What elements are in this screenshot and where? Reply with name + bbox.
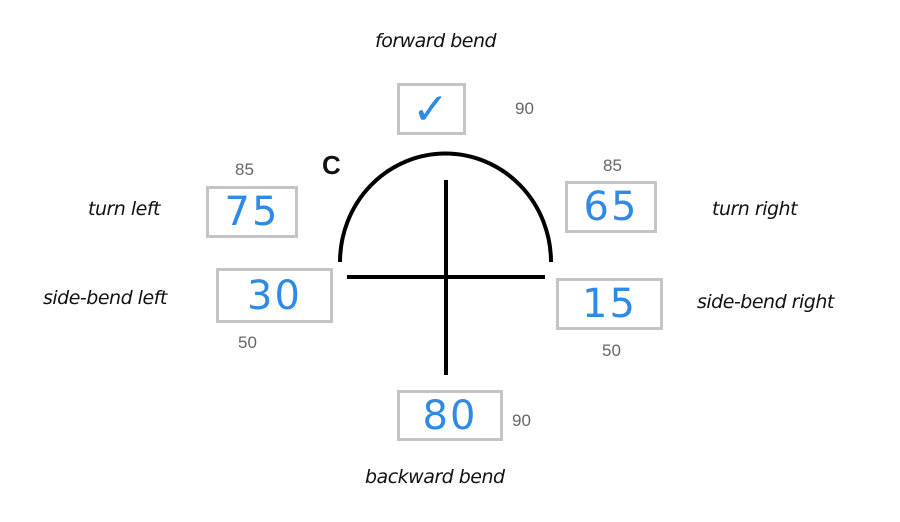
side-bend-right-box[interactable]: 15 (556, 278, 663, 330)
side-bend-left-limit: 50 (238, 333, 257, 352)
forward-bend-limit: 90 (515, 99, 534, 118)
turn-right-limit: 85 (603, 156, 622, 175)
side-bend-left-box[interactable]: 30 (216, 268, 333, 323)
forward-bend-box[interactable]: ✓ (397, 83, 466, 135)
check-icon: ✓ (412, 83, 451, 135)
turn-left-value: 75 (224, 189, 280, 235)
backward-bend-value: 80 (422, 392, 478, 439)
backward-bend-limit: 90 (512, 411, 531, 430)
side-bend-right-limit: 50 (602, 341, 621, 360)
turn-left-label: turn left (88, 198, 161, 220)
turn-right-value: 65 (583, 184, 639, 230)
turn-left-limit: 85 (235, 160, 254, 179)
side-bend-left-label: side-bend left (43, 287, 167, 309)
arc (338, 151, 553, 263)
turn-right-box[interactable]: 65 (565, 181, 657, 233)
turn-right-label: turn right (712, 198, 798, 220)
center-label: C (322, 150, 341, 180)
forward-bend-label: forward bend (375, 30, 497, 52)
side-bend-left-value: 30 (247, 272, 302, 319)
backward-bend-box[interactable]: 80 (397, 390, 503, 441)
turn-left-box[interactable]: 75 (206, 186, 298, 238)
backward-bend-label: backward bend (365, 466, 505, 488)
side-bend-right-label: side-bend right (697, 291, 834, 313)
side-bend-right-value: 15 (582, 281, 637, 327)
